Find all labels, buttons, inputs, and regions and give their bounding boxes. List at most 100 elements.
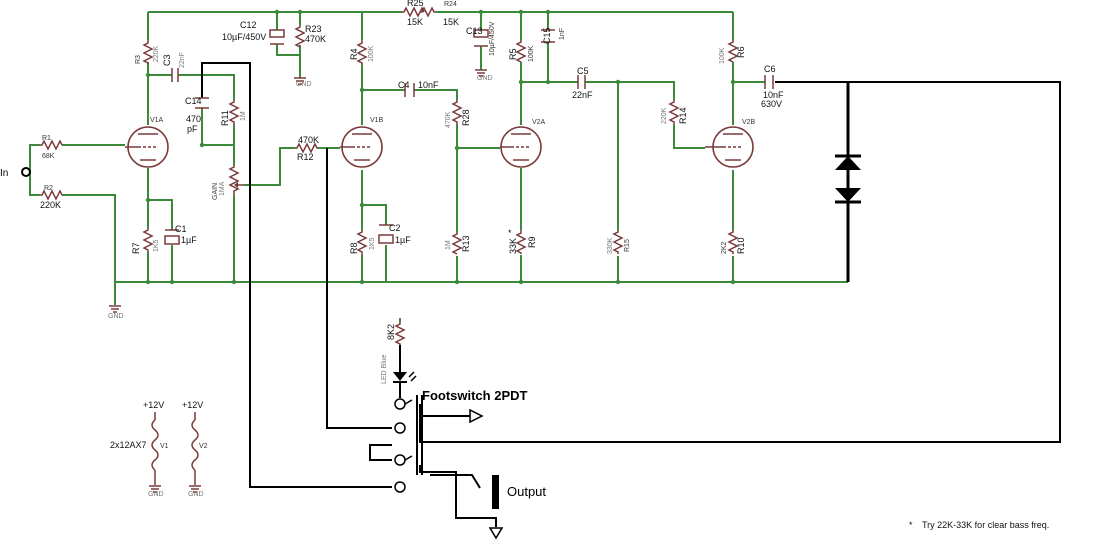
r5-ref: R5 bbox=[508, 48, 518, 60]
r4-value: 100K bbox=[368, 45, 375, 62]
r28-ref: R28 bbox=[461, 109, 471, 126]
gain-pot bbox=[228, 165, 244, 195]
c6-value: 10nF bbox=[763, 90, 784, 100]
r6-value: 100K bbox=[719, 47, 726, 64]
r10-value: 2K2 bbox=[721, 241, 728, 254]
r25-value: 15K bbox=[407, 17, 423, 27]
heater-type: 2x12AX7 bbox=[110, 440, 147, 450]
pot-value: 1MA bbox=[219, 181, 226, 196]
r4-ref: R4 bbox=[349, 48, 359, 60]
c15-value: 1nF bbox=[559, 28, 566, 40]
heater-v1-supply: +12V bbox=[143, 400, 164, 410]
c6-voltage: 630V bbox=[761, 99, 782, 109]
c4-ref: C4 bbox=[398, 80, 410, 90]
r3-ref: R3 bbox=[135, 55, 142, 64]
gnd-label-c13: GND bbox=[477, 75, 493, 82]
r15-value: 330K bbox=[607, 237, 614, 254]
r13-value: 1M bbox=[445, 240, 452, 250]
tube-v2a bbox=[500, 126, 542, 168]
r28-value: 470K bbox=[445, 111, 452, 128]
c5-ref: C5 bbox=[577, 66, 589, 76]
r2-ref: R2 bbox=[44, 185, 53, 192]
heater-symbols bbox=[148, 412, 202, 493]
r8-value: 1K5 bbox=[369, 237, 376, 250]
clipping-diodes bbox=[835, 82, 861, 282]
switch-wiring bbox=[201, 62, 1061, 527]
gnd-label-v2: GND bbox=[188, 491, 204, 498]
note-star: * bbox=[909, 520, 913, 530]
r24-ref: R24 bbox=[444, 1, 457, 8]
led bbox=[393, 345, 417, 398]
r10-ref: R10 bbox=[736, 237, 746, 254]
r6-ref: R6 bbox=[736, 46, 746, 58]
heater-v2-supply: +12V bbox=[182, 400, 203, 410]
r14-value: 220K bbox=[661, 107, 668, 124]
footswitch bbox=[394, 395, 504, 540]
r15-ref: R15 bbox=[624, 239, 631, 252]
c1-value: 1µF bbox=[181, 235, 197, 245]
r11-value: 1M bbox=[240, 111, 247, 121]
heater-v2-label: V2 bbox=[199, 443, 208, 450]
v2a-label: V2A bbox=[532, 119, 546, 126]
c15-ref: C15 bbox=[542, 27, 552, 44]
led-label: LED Blue bbox=[381, 354, 388, 384]
c13-value: 10µF/450V bbox=[489, 21, 496, 56]
c3-value: 22nF bbox=[179, 52, 186, 68]
r9-ref: R9 bbox=[527, 236, 537, 248]
heater-v1-label: V1 bbox=[160, 443, 169, 450]
capacitors bbox=[164, 29, 774, 245]
r24-value: 15K bbox=[443, 17, 459, 27]
gnd-label-v1: GND bbox=[148, 491, 164, 498]
c5-value: 22nF bbox=[572, 90, 593, 100]
c14-value: 470 bbox=[186, 114, 201, 124]
r23-ref: R23 bbox=[305, 24, 322, 34]
r7-ref: R7 bbox=[131, 242, 141, 254]
r7-value: 1K5 bbox=[153, 239, 160, 252]
r1-value: 68K bbox=[42, 153, 55, 160]
gnd-label-c12: GND bbox=[296, 81, 312, 88]
v2b-label: V2B bbox=[742, 119, 756, 126]
resistors bbox=[40, 6, 739, 346]
c13-ref: C13 bbox=[466, 26, 483, 36]
tube-v1b bbox=[340, 126, 383, 168]
note-text: Try 22K-33K for clear bass freq. bbox=[922, 520, 1049, 530]
c2-value: 1µF bbox=[395, 235, 411, 245]
tube-v1a bbox=[125, 126, 169, 168]
c14-unit: pF bbox=[187, 124, 198, 134]
r11-ref: R11 bbox=[220, 110, 230, 126]
r5-value: 100K bbox=[528, 45, 535, 62]
c4-value: 10nF bbox=[418, 80, 439, 90]
r9-value: 33K bbox=[508, 238, 518, 254]
r9-star: * bbox=[508, 228, 512, 238]
r8-ref: R8 bbox=[349, 242, 359, 254]
r13-ref: R13 bbox=[461, 235, 471, 252]
c12-value: 10µF/450V bbox=[222, 32, 266, 42]
r1-ref: R1 bbox=[42, 135, 51, 142]
gnd-label-main: GND bbox=[108, 313, 124, 320]
circuit-wires bbox=[29, 11, 848, 322]
c1-ref: C1 bbox=[175, 224, 187, 234]
r3-value: 220K bbox=[153, 45, 160, 62]
c6-ref: C6 bbox=[764, 64, 776, 74]
ground-symbols bbox=[108, 69, 488, 313]
v1a-label: V1A bbox=[150, 117, 164, 124]
c3-ref: C3 bbox=[162, 54, 172, 66]
footswitch-label: Footswitch 2PDT bbox=[422, 388, 528, 403]
r14-ref: R14 bbox=[678, 107, 688, 124]
c14-ref: C14 bbox=[185, 96, 202, 106]
r12-ref: R12 bbox=[297, 152, 314, 162]
labels: In R1 68K R2 220K R3 220K C3 22nF C14 47… bbox=[0, 0, 1049, 530]
input-label: In bbox=[0, 168, 8, 179]
input-jack bbox=[21, 167, 31, 177]
r12-value: 470K bbox=[298, 135, 319, 145]
tubes bbox=[125, 126, 754, 168]
r25-ref: R25 bbox=[407, 0, 424, 8]
led-resistor-value: 8K2 bbox=[386, 324, 396, 340]
c12-ref: C12 bbox=[240, 20, 257, 30]
pot-name: GAIN bbox=[212, 183, 219, 200]
r2-value: 220K bbox=[40, 200, 61, 210]
c2-ref: C2 bbox=[389, 223, 401, 233]
tube-v2b bbox=[705, 126, 754, 168]
v1b-label: V1B bbox=[370, 117, 384, 124]
